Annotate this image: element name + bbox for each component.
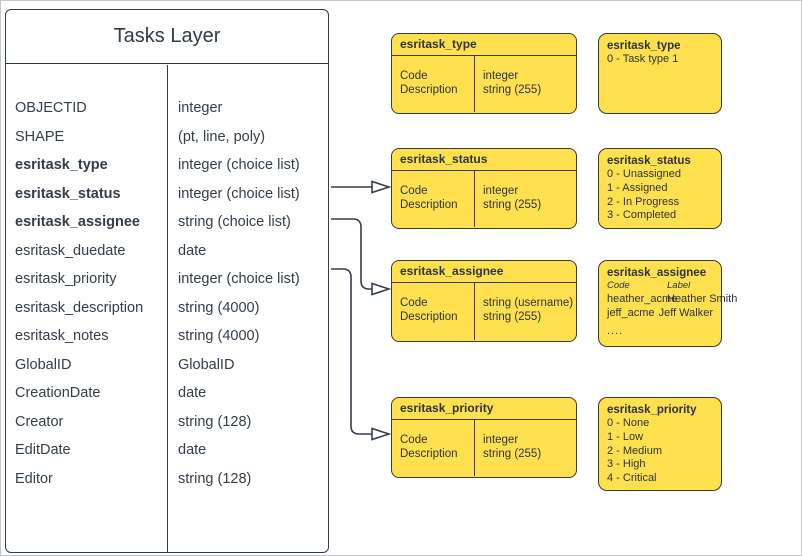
tasks-layer-title: Tasks Layer — [6, 10, 328, 64]
value-list-item: 0 - Task type 1 — [607, 53, 679, 65]
field-type: string (4000) — [178, 299, 260, 316]
domain-table-divider — [474, 56, 476, 112]
value-list-title: esritask_assignee — [607, 267, 707, 279]
field-name: esritask_duedate — [15, 242, 126, 259]
value-list-esritask-status: esritask_status 0 - Unassigned 1 - Assig… — [598, 148, 722, 229]
domain-table-title: esritask_type — [392, 34, 576, 56]
field-type: integer (choice list) — [178, 271, 300, 288]
arrowhead-icon — [371, 282, 392, 296]
domain-table-esritask-status: esritask_status Code Description integer… — [391, 148, 577, 229]
field-row-esritask-status: esritask_status integer (choice list) — [6, 180, 328, 209]
field-type: integer (choice list) — [178, 185, 300, 202]
field-type: date — [178, 385, 207, 402]
connector-priority — [331, 268, 372, 435]
connector-assignee — [331, 218, 372, 290]
domain-table-esritask-type: esritask_type Code Description integer s… — [391, 33, 577, 114]
domain-field-types: integer string (255) — [483, 434, 542, 460]
value-list-title: esritask_status — [607, 155, 691, 167]
field-row-editdate: EditDate date — [6, 436, 328, 465]
field-row-creator: Creator string (128) — [6, 408, 328, 437]
field-type: integer — [178, 100, 223, 117]
field-row-esritask-priority: esritask_priority integer (choice list) — [6, 265, 328, 294]
value-list-esritask-priority: esritask_priority 0 - None 1 - Low 2 - M… — [598, 397, 722, 491]
field-row-esritask-type: esritask_type integer (choice list) — [6, 151, 328, 180]
domain-table-esritask-assignee: esritask_assignee Code Description strin… — [391, 260, 577, 342]
domain-table-title: esritask_priority — [392, 398, 576, 420]
field-type: string (4000) — [178, 328, 260, 345]
value-list-pair: jeff_acme Jeff Walker — [607, 307, 713, 319]
value-list-item: 3 - Completed — [607, 209, 677, 222]
field-name: GlobalID — [15, 356, 72, 373]
field-type: integer (choice list) — [178, 157, 300, 174]
field-name: EditDate — [15, 442, 71, 459]
field-row-esritask-assignee: esritask_assignee string (choice list) — [6, 208, 328, 237]
domain-field-names: Code Description — [400, 185, 458, 211]
arrowhead-icon — [371, 427, 392, 441]
domain-field-names: Code Description — [400, 297, 458, 323]
field-row-globalid: GlobalID GlobalID — [6, 351, 328, 380]
value-list-item: 3 - High — [607, 458, 646, 471]
field-name: Creator — [15, 413, 64, 430]
domain-table-title: esritask_status — [392, 149, 576, 171]
field-row-shape: SHAPE (pt, line, poly) — [6, 123, 328, 152]
value-list-item: 1 - Assigned — [607, 181, 668, 194]
value-list-item: 2 - In Progress — [607, 195, 680, 208]
domain-field-types: string (username) string (255) — [483, 297, 574, 323]
domain-field-types: integer string (255) — [483, 185, 542, 211]
field-type: string (128) — [178, 413, 252, 430]
field-type: GlobalID — [178, 356, 235, 373]
field-type: string (128) — [178, 470, 252, 487]
domain-table-esritask-priority: esritask_priority Code Description integ… — [391, 397, 577, 478]
domain-table-title: esritask_assignee — [392, 261, 576, 283]
field-row-esritask-notes: esritask_notes string (4000) — [6, 322, 328, 351]
domain-field-types: integer string (255) — [483, 70, 542, 96]
column-divider — [167, 65, 169, 552]
field-name: OBJECTID — [15, 100, 87, 117]
field-row-creationdate: CreationDate date — [6, 379, 328, 408]
field-name: esritask_status — [15, 185, 121, 202]
value-list-title: esritask_priority — [607, 404, 697, 416]
field-name: esritask_notes — [15, 328, 109, 345]
field-name: esritask_assignee — [15, 214, 140, 231]
field-row-editor: Editor string (128) — [6, 465, 328, 494]
field-rows: OBJECTID integer SHAPE (pt, line, poly) es… — [6, 65, 328, 493]
value-list-esritask-assignee: esritask_assignee Code Label heather_acm… — [598, 260, 738, 347]
value-list-title: esritask_type — [607, 40, 681, 52]
value-list-item: 0 - None — [607, 417, 650, 429]
domain-field-names: Code Description — [400, 434, 458, 460]
domain-field-names: Code Description — [400, 70, 458, 96]
field-row-esritask-description: esritask_description string (4000) — [6, 294, 328, 323]
tasks-layer-body: OBJECTID integer SHAPE (pt, line, poly) es… — [6, 65, 328, 552]
field-type: date — [178, 442, 207, 459]
value-list-item: 4 - Critical — [607, 472, 657, 485]
field-row-objectid: OBJECTID integer — [6, 94, 328, 123]
value-list-item: 2 - Medium — [607, 444, 663, 457]
field-row-esritask-duedate: esritask_duedate date — [6, 237, 328, 266]
value-list-item: 1 - Low — [607, 430, 644, 443]
arrowhead-icon — [371, 180, 392, 194]
value-list-pair: heather_acme Heather Smith — [607, 293, 738, 305]
field-type: date — [178, 242, 207, 259]
field-name: Editor — [15, 470, 53, 487]
field-name: esritask_priority — [15, 271, 117, 288]
field-name: esritask_type — [15, 157, 108, 174]
value-list-column-headers: Code Label — [607, 280, 691, 291]
field-name: esritask_description — [15, 299, 144, 316]
value-list-esritask-type: esritask_type 0 - Task type 1 — [598, 33, 722, 114]
field-name: SHAPE — [15, 128, 65, 145]
field-name: CreationDate — [15, 385, 101, 402]
field-type: string (choice list) — [178, 214, 291, 231]
field-type: (pt, line, poly) — [178, 128, 266, 145]
domain-table-divider — [474, 171, 476, 227]
value-list-ellipsis: .... — [607, 325, 624, 337]
tasks-layer-table: Tasks Layer OBJECTID integer SHAPE (pt, li… — [5, 9, 329, 553]
value-list-item: 0 - Unassigned — [607, 168, 681, 180]
domain-table-divider — [474, 283, 476, 340]
domain-table-divider — [474, 420, 476, 476]
